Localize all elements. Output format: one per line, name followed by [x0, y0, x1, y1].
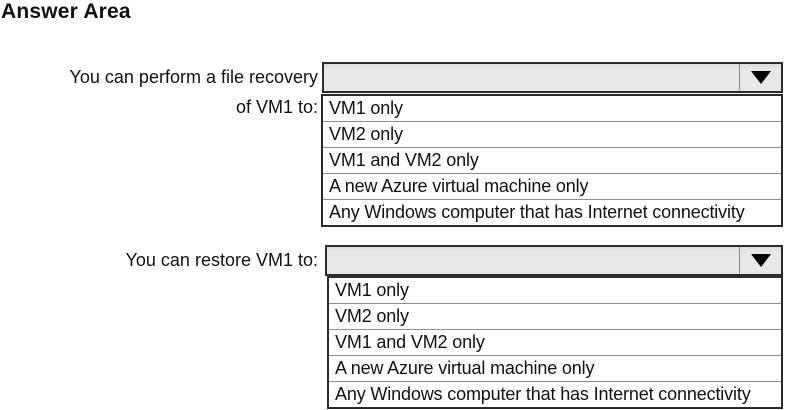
question-1-label: You can perform a file recovery of VM1 t… [70, 62, 318, 122]
question-2-label: You can restore VM1 to: [126, 245, 318, 276]
q2-option-vm1-only[interactable]: VM1 only [329, 278, 781, 303]
question-2-dropdown-arrow-button[interactable] [739, 247, 781, 274]
q1-option-any-windows-computer[interactable]: Any Windows computer that has Internet c… [323, 199, 781, 225]
question-1-options-list: VM1 only VM2 only VM1 and VM2 only A new… [321, 94, 783, 227]
dropdown-arrow-icon [750, 254, 771, 267]
q1-option-vm1-only[interactable]: VM1 only [323, 96, 781, 121]
question-1-dropdown[interactable] [322, 62, 783, 93]
question-1-label-line-2: of VM1 to: [235, 97, 318, 117]
question-1-label-line-1: You can perform a file recovery [69, 67, 318, 87]
q2-option-vm2-only[interactable]: VM2 only [329, 303, 781, 329]
page-title: Answer Area [1, 0, 131, 23]
dropdown-arrow-icon [750, 71, 771, 84]
question-2-label-line-1: You can restore VM1 to: [125, 250, 318, 270]
question-1-dropdown-selected-value [330, 64, 737, 91]
q2-option-any-windows-computer[interactable]: Any Windows computer that has Internet c… [329, 381, 781, 407]
question-1-dropdown-arrow-button[interactable] [739, 64, 781, 91]
q1-option-vm2-only[interactable]: VM2 only [323, 121, 781, 147]
q2-option-vm1-and-vm2-only[interactable]: VM1 and VM2 only [329, 329, 781, 355]
question-2-dropdown-selected-value [333, 247, 737, 274]
question-2-dropdown[interactable] [325, 245, 783, 276]
q1-option-vm1-and-vm2-only[interactable]: VM1 and VM2 only [323, 147, 781, 173]
q1-option-new-azure-vm-only[interactable]: A new Azure virtual machine only [323, 173, 781, 199]
question-2-options-list: VM1 only VM2 only VM1 and VM2 only A new… [327, 276, 783, 409]
q2-option-new-azure-vm-only[interactable]: A new Azure virtual machine only [329, 355, 781, 381]
